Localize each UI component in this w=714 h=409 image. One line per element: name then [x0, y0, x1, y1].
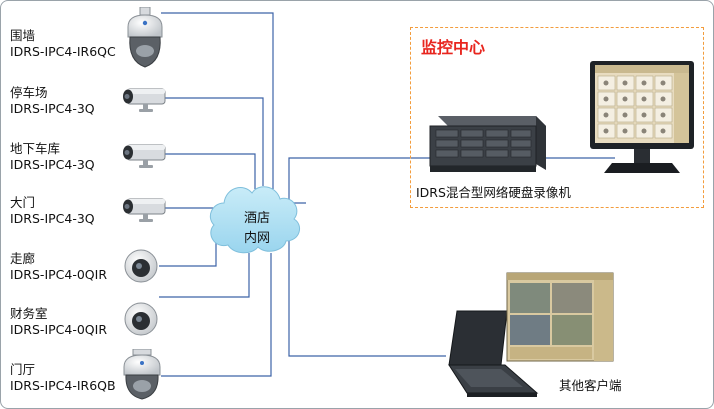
- camera-label-parking: 停车场 IDRS-IPC4-3Q: [10, 85, 95, 117]
- camera-model: IDRS-IPC4-IR6QB: [10, 378, 116, 393]
- camera-location: 大门: [10, 195, 36, 210]
- bullet-camera-icon: [123, 144, 166, 168]
- camera-location: 门厅: [10, 362, 36, 377]
- camera-label-gate: 大门 IDRS-IPC4-3Q: [10, 195, 95, 227]
- speed-dome-camera-icon: [123, 349, 161, 400]
- camera-label-lobby: 门厅 IDRS-IPC4-IR6QB: [10, 362, 116, 394]
- bullet-camera-icon: [123, 198, 166, 222]
- mini-dome-camera-icon: [124, 302, 158, 336]
- camera-location: 地下车库: [10, 141, 61, 156]
- monitoring-center-area: [410, 27, 704, 208]
- nvr-label: IDRS混合型网络硬盘录像机: [416, 185, 571, 200]
- camera-label-corridor: 走廊 IDRS-IPC4-0QIR: [10, 251, 107, 283]
- camera-label-finance: 财务室 IDRS-IPC4-0QIR: [10, 306, 107, 338]
- camera-location: 停车场: [10, 85, 48, 100]
- network-cloud-icon: [209, 186, 301, 254]
- camera-model: IDRS-IPC4-3Q: [10, 157, 95, 172]
- link-corridor-camera: [159, 239, 217, 267]
- camera-label-garage: 地下车库 IDRS-IPC4-3Q: [10, 141, 95, 173]
- network-label: 酒店 内网: [231, 209, 283, 249]
- camera-model: IDRS-IPC4-IR6QC: [10, 44, 116, 59]
- camera-model: IDRS-IPC4-3Q: [10, 101, 95, 116]
- camera-label-wall: 围墙 IDRS-IPC4-IR6QC: [10, 28, 116, 60]
- client-laptop-icon: [448, 272, 614, 397]
- camera-model: IDRS-IPC4-3Q: [10, 211, 95, 226]
- network-label-line2: 内网: [243, 231, 270, 246]
- nvr-recorder-icon: [429, 116, 546, 172]
- speed-dome-camera-icon: [127, 7, 163, 68]
- camera-model: IDRS-IPC4-0QIR: [10, 267, 108, 282]
- link-finance-camera: [159, 253, 250, 298]
- mini-dome-camera-icon: [124, 249, 158, 283]
- link-nvr: [288, 157, 431, 204]
- monitoring-center-title: 监控中心: [421, 38, 486, 57]
- link-parking-camera: [163, 97, 264, 186]
- link-client: [288, 241, 446, 357]
- camera-location: 走廊: [10, 251, 36, 266]
- link-wall-camera: [161, 12, 274, 189]
- surveillance-monitor-icon: [590, 61, 694, 173]
- bullet-camera-icon: [123, 88, 166, 112]
- camera-model: IDRS-IPC4-0QIR: [10, 322, 108, 337]
- network-label-line1: 酒店: [243, 211, 270, 226]
- camera-location: 围墙: [10, 28, 36, 43]
- client-label: 其他客户端: [559, 378, 622, 393]
- link-garage-camera: [163, 153, 256, 189]
- camera-location: 财务室: [10, 306, 48, 321]
- link-lobby-camera: [161, 253, 272, 377]
